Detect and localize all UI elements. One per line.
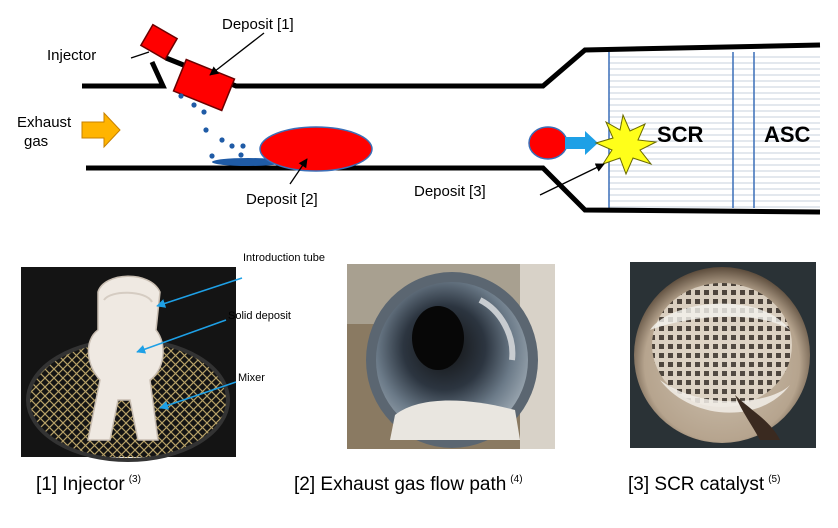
solid-deposit-pointer bbox=[136, 319, 227, 354]
solid-deposit-label: Solid deposit bbox=[228, 310, 291, 322]
deposit-2-label: Deposit [2] bbox=[246, 191, 318, 208]
mixer-label: Mixer bbox=[238, 372, 265, 384]
deposit-3-shape bbox=[528, 126, 568, 160]
introduction-tube-pointer bbox=[156, 277, 243, 308]
flow-arrow-blue bbox=[565, 131, 598, 155]
injector-leader bbox=[130, 51, 150, 59]
introduction-tube-label: Introduction tube bbox=[243, 252, 325, 264]
exhaust-pipe bbox=[82, 42, 821, 215]
injector-caption: [1] Injector(3) bbox=[36, 474, 141, 495]
deposit-1-shape bbox=[172, 58, 236, 112]
asc-label: ASC bbox=[764, 122, 811, 147]
exhaust-flow-arrow bbox=[81, 111, 121, 149]
deposit-3-leader bbox=[539, 163, 605, 196]
urea-droplets bbox=[178, 93, 246, 159]
exhaust-gas-label-line2: gas bbox=[24, 133, 48, 150]
injector-photo bbox=[21, 267, 236, 462]
deposit-1-leader bbox=[209, 32, 265, 76]
injector-label: Injector bbox=[47, 47, 96, 64]
mixer-pointer bbox=[159, 381, 237, 410]
deposit-3-label: Deposit [3] bbox=[414, 183, 486, 200]
catalyst-housing bbox=[609, 52, 820, 208]
impact-burst-icon bbox=[594, 113, 658, 176]
exhaust-gas-label-line1: Exhaust bbox=[17, 114, 72, 131]
scr-caption: [3] SCR catalyst(5) bbox=[628, 474, 780, 495]
injector-body bbox=[139, 23, 179, 61]
deposit-1-label: Deposit [1] bbox=[222, 16, 294, 33]
flow-path-caption: [2] Exhaust gas flow path(4) bbox=[294, 474, 523, 495]
deposit-2-shape bbox=[212, 126, 373, 172]
deposit-2-leader bbox=[289, 158, 308, 185]
flow-path-photo bbox=[347, 264, 555, 449]
scr-catalyst-photo bbox=[630, 262, 816, 448]
scr-label: SCR bbox=[657, 122, 704, 147]
